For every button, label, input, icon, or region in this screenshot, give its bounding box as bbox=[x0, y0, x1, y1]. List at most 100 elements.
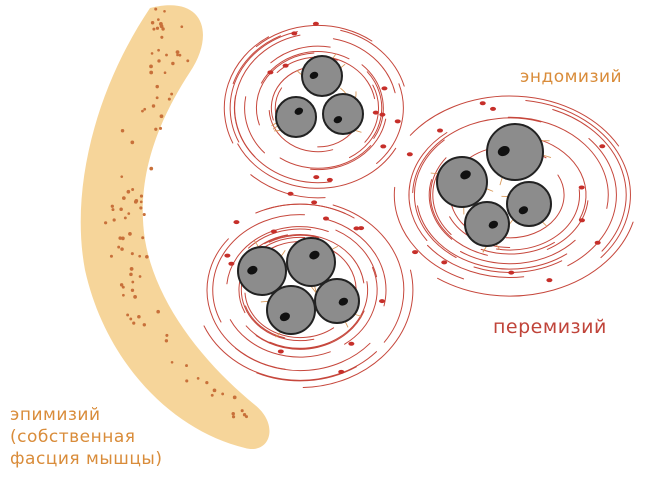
epimysium-dot bbox=[139, 206, 143, 210]
epimysium-dot bbox=[138, 254, 142, 258]
epimysium-dot bbox=[164, 339, 169, 343]
epimysium-dot bbox=[130, 140, 135, 145]
perimysium-nucleus bbox=[348, 341, 355, 346]
perimysium-nucleus bbox=[490, 106, 497, 111]
perimysium-fiber bbox=[203, 325, 377, 381]
fiber-nucleus bbox=[309, 71, 319, 79]
perimysium-nucleus bbox=[326, 177, 333, 182]
epimysium-dot bbox=[130, 252, 134, 256]
epimysium-dot bbox=[112, 218, 116, 222]
epimysium-dot bbox=[231, 411, 235, 416]
epimysium-dot bbox=[149, 64, 153, 69]
perimysium-fiber bbox=[409, 95, 620, 147]
perimysium-fiber bbox=[255, 24, 373, 47]
epimysium-dot bbox=[185, 364, 188, 367]
muscle-fiber-cell bbox=[237, 246, 287, 296]
perimysium-nucleus bbox=[594, 240, 601, 245]
perimysium-nucleus bbox=[322, 216, 329, 221]
epimysium-label-line1: эпимизий bbox=[10, 405, 101, 425]
epimysium-dot bbox=[150, 52, 154, 55]
epimysium-dot bbox=[120, 129, 125, 133]
perimysium-nucleus bbox=[578, 185, 585, 190]
perimysium-nucleus bbox=[353, 226, 360, 231]
perimysium-fiber bbox=[546, 200, 589, 250]
epimysium-dot bbox=[110, 204, 114, 208]
epimysium-dot bbox=[104, 221, 108, 225]
perimysium-nucleus bbox=[267, 70, 274, 75]
fiber-nucleus bbox=[247, 265, 258, 275]
perimysium-fiber bbox=[268, 234, 319, 243]
epimysium-dot bbox=[129, 267, 134, 271]
perimysium-nucleus bbox=[479, 101, 486, 106]
perimysium-fiber bbox=[256, 366, 357, 382]
epimysium-dot bbox=[128, 232, 132, 236]
perimysium-fiber bbox=[393, 186, 464, 280]
fiber-bundles bbox=[237, 53, 552, 338]
epimysium-dot bbox=[205, 381, 209, 385]
epimysium-dot bbox=[122, 293, 125, 297]
epimysium-dot bbox=[120, 247, 124, 251]
perimysium-fiber bbox=[327, 219, 387, 307]
epimysium-dot bbox=[123, 216, 127, 220]
epimysium-dot bbox=[175, 50, 180, 55]
perimysium-nucleus bbox=[228, 261, 235, 266]
muscle-fiber-cell bbox=[436, 156, 488, 208]
epimysium-dot bbox=[163, 9, 166, 13]
epimysium-dot bbox=[170, 92, 174, 96]
perimysium-nucleus bbox=[508, 270, 515, 275]
perimysium-nucleus bbox=[312, 21, 319, 26]
muscle-fiber-cell bbox=[301, 55, 343, 97]
perimysium-fiber bbox=[539, 139, 587, 221]
epimysium-dot bbox=[171, 61, 175, 66]
perimysium-fiber bbox=[417, 205, 568, 270]
epimysium-dot bbox=[141, 109, 144, 113]
fiber-nucleus bbox=[460, 170, 471, 180]
perimysium-nucleus bbox=[379, 299, 386, 304]
fiber-nucleus bbox=[338, 297, 349, 306]
epimysium-dot bbox=[145, 254, 149, 259]
perimysium-fiber bbox=[344, 266, 378, 345]
perimysium-fiber bbox=[349, 71, 383, 159]
epimysium-dot bbox=[161, 27, 165, 31]
epimysium-label-line3: фасция мышцы) bbox=[10, 449, 163, 469]
perimysium-fiber bbox=[332, 204, 405, 343]
epimysium-dot bbox=[185, 379, 189, 383]
perimysium-nucleus bbox=[437, 128, 444, 133]
epimysium-dot bbox=[158, 126, 163, 130]
epimysium-dot bbox=[159, 114, 164, 119]
epimysium-dot bbox=[157, 18, 160, 21]
perimysium-fiber bbox=[232, 35, 281, 85]
fiber-nucleus bbox=[333, 116, 343, 124]
perimysium-nucleus bbox=[224, 253, 231, 258]
perimysium-fiber bbox=[229, 319, 331, 358]
perimysium-fiber bbox=[255, 52, 315, 126]
muscle-fiber-cell bbox=[286, 237, 336, 287]
perimysium-fiber bbox=[279, 145, 372, 169]
perimysium-nucleus bbox=[270, 229, 277, 234]
fiber-nucleus bbox=[518, 206, 529, 215]
perimysium-fiber bbox=[437, 221, 634, 297]
epimysium-dot bbox=[143, 107, 147, 111]
perimysium-nucleus bbox=[379, 112, 386, 117]
epimysium-dot bbox=[119, 207, 123, 212]
epimysium-dot bbox=[210, 393, 214, 397]
muscle-fiber-cell bbox=[275, 96, 317, 138]
epimysium-dot bbox=[119, 283, 124, 287]
perimysium-nucleus bbox=[578, 218, 585, 223]
perimysium-fiber bbox=[270, 45, 331, 64]
perimysium-fiber bbox=[268, 110, 334, 153]
perimysium-fiber bbox=[340, 29, 405, 87]
epimysium-dot bbox=[186, 59, 190, 63]
perimysium-nucleus bbox=[311, 200, 318, 205]
perimysium-nucleus bbox=[394, 119, 401, 124]
epimysium-dot bbox=[109, 254, 113, 258]
fiber-bundle bbox=[430, 123, 552, 253]
perimysium-fiber bbox=[212, 214, 305, 323]
perimysium-fiber bbox=[427, 244, 525, 278]
perimysium-fiber bbox=[237, 143, 397, 189]
epimysium-dot bbox=[126, 189, 131, 194]
epimysium-dot bbox=[231, 415, 236, 419]
epimysium-dot bbox=[151, 104, 156, 108]
fiber-nucleus bbox=[497, 146, 510, 157]
perimysium-label: перемизий bbox=[493, 316, 607, 338]
